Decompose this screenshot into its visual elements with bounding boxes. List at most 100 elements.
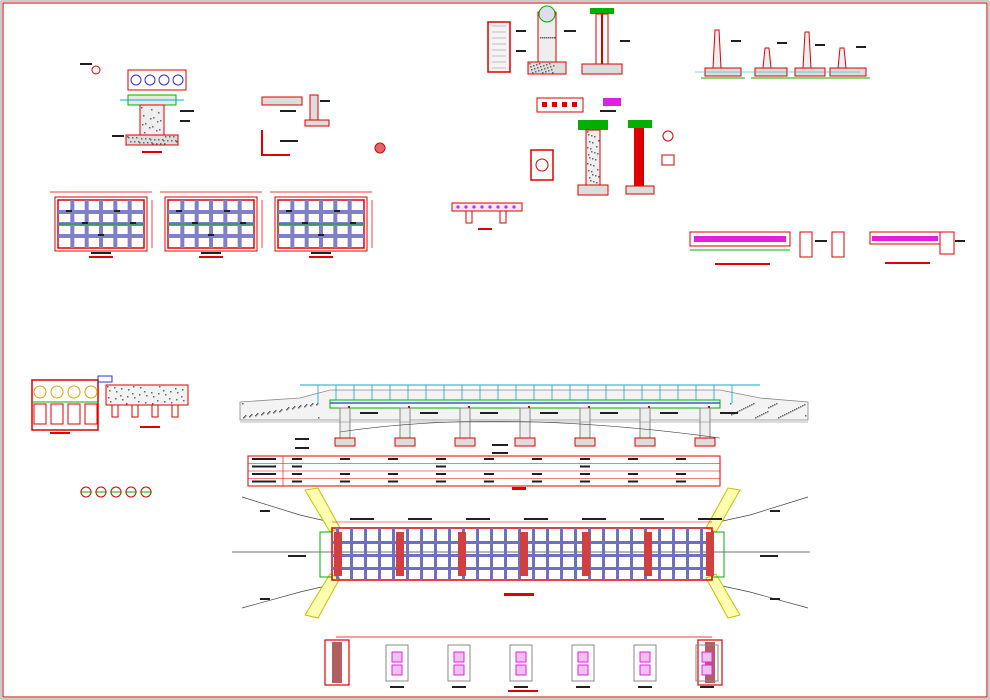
label-text xyxy=(436,473,446,475)
label-text xyxy=(295,447,309,449)
hatch-dot xyxy=(138,141,140,143)
bridge-elevation[interactable] xyxy=(239,384,809,454)
label-text xyxy=(340,473,350,475)
title-underline xyxy=(140,426,160,428)
abutment-wall xyxy=(332,642,342,683)
wall-sections-top-right[interactable] xyxy=(695,29,870,79)
rebar-circle xyxy=(158,74,170,86)
hatch-dot xyxy=(116,391,118,393)
bridge-plan[interactable] xyxy=(232,487,810,619)
beam-elevations-right[interactable] xyxy=(689,231,965,265)
label-text xyxy=(600,412,618,414)
label-text xyxy=(176,210,182,212)
hatch-dot xyxy=(144,132,146,134)
label-text xyxy=(815,44,825,46)
pier-footing xyxy=(571,644,595,682)
hatch-dot xyxy=(159,386,161,388)
hatch-dot xyxy=(757,416,759,418)
hatch-dot xyxy=(157,400,159,402)
plan-grid-3[interactable] xyxy=(270,191,373,258)
hatch-dot xyxy=(597,169,599,171)
hatch-dot xyxy=(593,165,595,167)
hatch-dot xyxy=(133,386,135,388)
label-text xyxy=(130,222,136,224)
label-text xyxy=(388,480,398,483)
label-text xyxy=(320,100,330,102)
retaining-wall-detail[interactable] xyxy=(261,94,386,156)
level-table[interactable] xyxy=(247,455,721,490)
column-elevations-top[interactable] xyxy=(487,5,630,75)
label-text xyxy=(388,473,398,475)
label-text xyxy=(620,40,630,42)
plan-grid-2[interactable] xyxy=(160,191,263,258)
pier-cap xyxy=(520,532,528,576)
hatch-dot xyxy=(593,181,595,183)
pier-shaft xyxy=(399,407,411,439)
hatch-dot xyxy=(316,404,318,406)
hatch-dot xyxy=(763,413,765,415)
hatch-dot xyxy=(743,408,745,410)
rebar-dot xyxy=(480,205,484,209)
pier-shaft-red xyxy=(634,128,644,186)
label xyxy=(708,406,710,408)
hatch-dot xyxy=(589,177,591,179)
pier-shaft xyxy=(639,407,651,439)
section xyxy=(939,231,955,255)
column-side xyxy=(487,21,511,73)
label-text xyxy=(252,458,276,460)
footing xyxy=(125,134,179,146)
pile-cap-plans-bottom-left[interactable] xyxy=(31,375,189,498)
beam-reinforcement xyxy=(694,236,786,242)
pier-column xyxy=(577,651,589,663)
hatch-dot xyxy=(287,408,289,410)
label-text xyxy=(524,518,548,520)
pier-cap-detail-top-left[interactable] xyxy=(80,63,187,91)
hatch-dot xyxy=(257,413,259,415)
footing xyxy=(581,63,623,75)
footing-plans-bottom[interactable] xyxy=(324,636,723,692)
label-text xyxy=(856,46,866,48)
label xyxy=(588,406,590,408)
hatch-dot xyxy=(594,136,596,138)
hatch-dot xyxy=(134,141,136,143)
label-text xyxy=(292,480,302,483)
label-text xyxy=(280,110,296,112)
hatch-dot xyxy=(553,65,555,67)
title-underline xyxy=(504,593,534,596)
pier-footing xyxy=(514,437,536,447)
hatch-dot xyxy=(765,412,767,414)
pier-detail-top-left[interactable] xyxy=(112,94,194,153)
label-text xyxy=(532,458,542,460)
label-text xyxy=(334,210,340,212)
hatch-dot xyxy=(298,407,300,409)
hatch-dot xyxy=(128,137,130,139)
pile-circle xyxy=(67,385,81,399)
hatch-dot xyxy=(548,37,550,39)
label-text xyxy=(638,686,652,688)
hatch-dot xyxy=(151,142,153,144)
key-box xyxy=(97,375,113,383)
hatch-dot xyxy=(262,413,264,415)
footing xyxy=(577,184,609,196)
hatch-dot xyxy=(591,171,593,173)
pier-elevations-middle[interactable] xyxy=(451,97,675,230)
wall-stem xyxy=(802,31,812,69)
hatch-dot xyxy=(759,415,761,417)
hatch-dot xyxy=(546,37,548,39)
hatch-dot xyxy=(268,412,270,414)
plan-grid-1[interactable] xyxy=(50,191,153,258)
hatch-dot xyxy=(544,68,546,70)
label-text xyxy=(408,518,432,520)
hatch-dot xyxy=(164,401,166,403)
label xyxy=(528,406,530,408)
section xyxy=(799,231,813,258)
wall-stem xyxy=(837,47,847,69)
pier-footing xyxy=(634,437,656,447)
hatch-dot xyxy=(151,392,153,394)
hatch-dot xyxy=(598,176,600,178)
hatch-dot xyxy=(269,411,271,413)
label-text xyxy=(350,518,374,520)
label-text xyxy=(600,110,616,112)
